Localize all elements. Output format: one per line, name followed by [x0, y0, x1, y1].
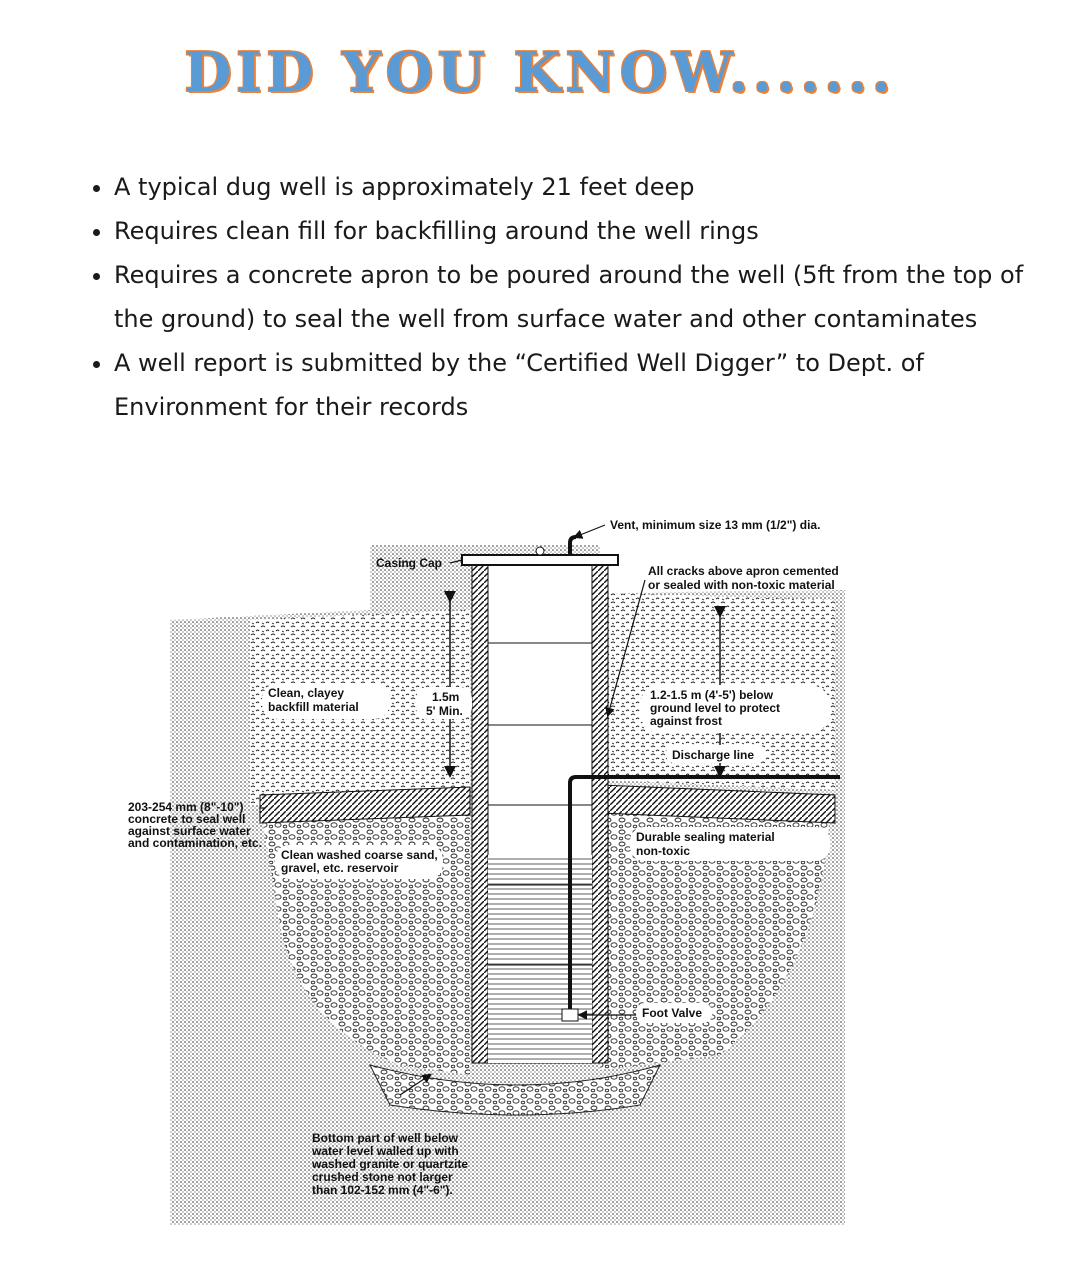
backfill-label-2: backfill material: [268, 700, 359, 714]
concrete-label-3: against surface water: [128, 824, 251, 838]
foot-valve-label: Foot Valve: [642, 1006, 702, 1020]
bottom-label-4: crushed stone not larger: [312, 1170, 453, 1184]
depth-label-2: 5' Min.: [426, 704, 463, 718]
sand-label-2: gravel, etc. reservoir: [281, 861, 399, 875]
frost-label-1: 1.2-1.5 m (4'-5') below: [650, 688, 774, 702]
fact-item: A typical dug well is approximately 21 f…: [114, 165, 1044, 209]
depth-label-1: 1.5m: [432, 690, 459, 704]
cracks-label-1: All cracks above apron cemented: [648, 564, 839, 578]
foot-valve: [561, 1008, 579, 1022]
vent-label: Vent, minimum size 13 mm (1/2") dia.: [610, 518, 820, 532]
concrete-seal: [259, 786, 471, 824]
sealing-label-2: non-toxic: [636, 844, 690, 858]
casing-cap: [461, 554, 619, 566]
well-wall-left: [471, 562, 489, 1064]
page-title: DID YOU KNOW.......: [184, 40, 896, 104]
stone-base: [369, 1064, 661, 1116]
casing-cap-label: Casing Cap: [376, 556, 442, 570]
discharge-pipe: [568, 775, 840, 1017]
sealing-label-1: Durable sealing material: [636, 830, 775, 844]
sand-label-1: Clean washed coarse sand,: [281, 848, 438, 862]
facts-list: A typical dug well is approximately 21 f…: [80, 165, 1044, 429]
bottom-label-2: water level walled up with: [311, 1144, 459, 1158]
concrete-label-2: concrete to seal well: [128, 812, 245, 826]
frost-label-2: ground level to protect: [650, 701, 780, 715]
bottom-label-3: washed granite or quartzite: [311, 1157, 468, 1171]
concrete-label-1: 203-254 mm (8"-10"): [128, 800, 243, 814]
well-wall-right: [591, 562, 609, 1064]
bottom-label-5: than 102-152 mm (4"-6").: [312, 1183, 453, 1197]
frost-label-3: against frost: [650, 714, 722, 728]
fact-item: Requires clean fill for backfilling arou…: [114, 209, 1044, 253]
backfill-label-1: Clean, clayey: [268, 686, 344, 700]
fact-item: A well report is submitted by the “Certi…: [114, 341, 1044, 429]
cracks-label-2: or sealed with non-toxic material: [648, 578, 835, 592]
concrete-label-4: and contamination, etc.: [128, 836, 262, 850]
bottom-label-1: Bottom part of well below: [312, 1131, 459, 1145]
fact-item: Requires a concrete apron to be poured a…: [114, 253, 1044, 341]
well-water: [488, 855, 592, 1063]
dug-well-diagram: Vent, minimum size 13 mm (1/2") dia. Cas…: [128, 518, 845, 1225]
discharge-label: Discharge line: [672, 748, 754, 762]
